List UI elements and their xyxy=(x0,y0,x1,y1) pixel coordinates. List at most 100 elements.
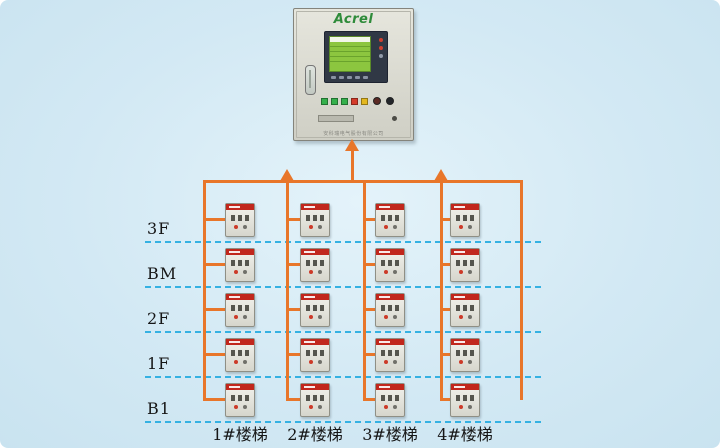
monitor-module xyxy=(300,203,330,237)
module-leds xyxy=(376,225,404,229)
module-brand-strip xyxy=(376,249,404,255)
monitor-module xyxy=(225,338,255,372)
bus-riser-line xyxy=(286,180,289,400)
monitor-module xyxy=(450,338,480,372)
floor-divider-line xyxy=(145,286,541,288)
bus-riser-line xyxy=(203,180,206,400)
acrel-logo: Acrel xyxy=(333,12,374,27)
controller-drop-line xyxy=(351,148,354,183)
lock-keyhole xyxy=(392,116,397,121)
module-leds xyxy=(451,405,479,409)
module-terminals xyxy=(451,350,479,356)
module-brand-strip xyxy=(451,339,479,345)
monitor-module xyxy=(375,338,405,372)
floor-label: 2F xyxy=(147,309,171,328)
module-brand-strip xyxy=(376,384,404,390)
module-terminals xyxy=(451,215,479,221)
module-brand-strip xyxy=(301,384,329,390)
module-brand-strip xyxy=(301,204,329,210)
module-terminals xyxy=(226,350,254,356)
module-leds xyxy=(451,360,479,364)
module-leds xyxy=(376,360,404,364)
monitor-module xyxy=(375,383,405,417)
printer-slot xyxy=(318,115,354,122)
module-brand-strip xyxy=(226,384,254,390)
monitor-module xyxy=(225,248,255,282)
bus-stub-line xyxy=(440,398,450,401)
monitor-module xyxy=(300,338,330,372)
module-leds xyxy=(451,225,479,229)
bus-stub-line xyxy=(363,263,375,266)
bus-stub-line xyxy=(203,353,225,356)
bus-stub-line xyxy=(363,398,375,401)
module-leds xyxy=(451,315,479,319)
lcd-text-row xyxy=(330,46,370,47)
floor-divider-line xyxy=(145,421,541,423)
floor-divider-line xyxy=(145,376,541,378)
monitor-module xyxy=(375,203,405,237)
module-terminals xyxy=(301,215,329,221)
lcd-text-row xyxy=(330,61,370,62)
monitor-module xyxy=(450,293,480,327)
module-leds xyxy=(226,270,254,274)
module-leds xyxy=(226,405,254,409)
bus-stub-line xyxy=(203,263,225,266)
flow-arrow xyxy=(434,169,448,181)
module-leds xyxy=(376,270,404,274)
indicator-light-red xyxy=(351,97,358,105)
module-leds xyxy=(301,315,329,319)
indicator-light-yellow xyxy=(361,97,368,105)
module-brand-strip xyxy=(451,249,479,255)
module-leds xyxy=(301,405,329,409)
indicator-light-green xyxy=(321,97,328,105)
bus-stub-line xyxy=(203,398,225,401)
bus-stub-line xyxy=(286,398,300,401)
controller-lcd-screen xyxy=(329,36,371,72)
fuse-indicator xyxy=(305,65,316,95)
lcd-text-row xyxy=(330,56,370,57)
bus-stub-line xyxy=(440,263,450,266)
bus-stub-line xyxy=(286,218,300,221)
bus-stub-line xyxy=(363,353,375,356)
module-leds xyxy=(301,225,329,229)
module-terminals xyxy=(301,350,329,356)
module-terminals xyxy=(226,395,254,401)
flow-arrow xyxy=(345,139,359,151)
module-terminals xyxy=(301,305,329,311)
bus-stub-line xyxy=(286,308,300,311)
staircase-label: 1#楼梯 xyxy=(212,425,268,444)
module-brand-strip xyxy=(301,339,329,345)
monitor-module xyxy=(375,293,405,327)
module-terminals xyxy=(226,260,254,266)
floor-divider-line xyxy=(145,331,541,333)
floor-label: B1 xyxy=(147,399,171,418)
module-brand-strip xyxy=(226,204,254,210)
module-terminals xyxy=(301,260,329,266)
module-terminals xyxy=(376,395,404,401)
bus-riser-line xyxy=(440,180,443,400)
indicator-lights xyxy=(321,97,394,105)
monitor-module xyxy=(300,248,330,282)
module-terminals xyxy=(451,305,479,311)
module-brand-strip xyxy=(301,294,329,300)
module-leds xyxy=(301,270,329,274)
module-brand-strip xyxy=(376,204,404,210)
module-terminals xyxy=(226,305,254,311)
monitor-module xyxy=(225,203,255,237)
bus-stub-line xyxy=(286,263,300,266)
floor-divider-line xyxy=(145,241,541,243)
module-terminals xyxy=(376,260,404,266)
lcd-text-row xyxy=(330,51,370,52)
module-brand-strip xyxy=(226,339,254,345)
module-leds xyxy=(226,315,254,319)
module-brand-strip xyxy=(376,294,404,300)
module-leds xyxy=(376,405,404,409)
module-brand-strip xyxy=(451,384,479,390)
module-brand-strip xyxy=(451,204,479,210)
floor-label: 1F xyxy=(147,354,171,373)
staircase-label: 4#楼梯 xyxy=(437,425,493,444)
module-terminals xyxy=(451,395,479,401)
floor-label: 3F xyxy=(147,219,171,238)
bus-stub-line xyxy=(440,353,450,356)
